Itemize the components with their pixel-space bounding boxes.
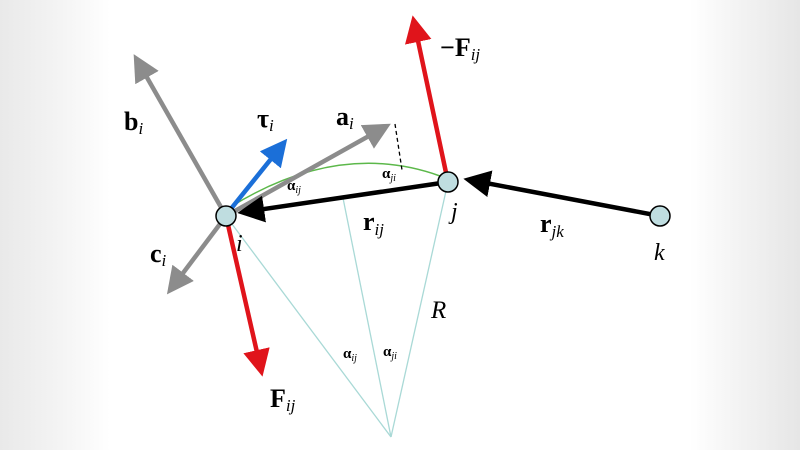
force-vector [223, 215, 270, 377]
node-i [215, 205, 237, 227]
b-label: bi [124, 107, 143, 138]
construction-lines [225, 181, 449, 438]
node-j [437, 171, 459, 193]
c-vector [166, 214, 228, 295]
alpha-ji-label-bottom: αji [383, 344, 397, 362]
radius-line-i [225, 215, 392, 438]
tau-label: τi [257, 104, 274, 135]
node-k-label: k [654, 240, 665, 266]
left-blur-margin [0, 0, 110, 450]
c-label: ci [150, 239, 167, 270]
alpha-ij-label-top: αij [287, 178, 301, 196]
node-i-label: i [236, 231, 243, 257]
rjk-vector [463, 170, 661, 219]
radius-label: R [430, 297, 446, 324]
bisector-line [342, 197, 392, 438]
projection-dashed-line [394, 123, 403, 171]
force-label: Fij [270, 384, 296, 415]
force-vector-minus [405, 15, 451, 183]
a-label: ai [336, 102, 354, 133]
alpha-ij-label-bottom: αij [343, 346, 357, 364]
node-j-label: j [448, 199, 458, 225]
alpha-ji-label-top: αji [382, 166, 396, 184]
rij-vector [237, 179, 449, 223]
minus-force-label: −Fij [440, 33, 480, 64]
rjk-label: rjk [540, 209, 564, 241]
rij-label: rij [363, 207, 384, 239]
radius-line-j [390, 181, 449, 438]
node-k [649, 205, 671, 227]
right-blur-margin [690, 0, 800, 450]
b-vector [133, 54, 228, 218]
arc-ij [231, 162, 441, 207]
